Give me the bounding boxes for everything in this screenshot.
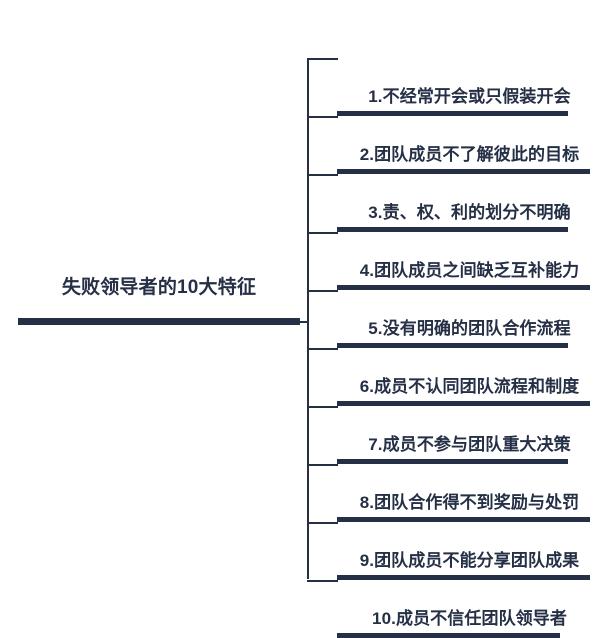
branch-item-label: 7.成员不参与团队重大决策 xyxy=(368,435,571,454)
branch-item-label: 5.没有明确的团队合作流程 xyxy=(368,319,571,338)
branch-stub-line xyxy=(307,464,338,466)
branch-underline-bar xyxy=(337,285,590,290)
branch-stub-line xyxy=(307,290,338,292)
branch-stub-line xyxy=(307,174,338,176)
branch-stub-line xyxy=(307,58,338,60)
root-to-spine-connector xyxy=(300,321,309,323)
branch-item-label: 2.团队成员不了解彼此的目标 xyxy=(359,145,580,164)
branch-item-label: 4.团队成员之间缺乏互补能力 xyxy=(359,261,580,280)
mind-map-canvas: 失败领导者的10大特征 1.不经常开会或只假装开会 2.团队成员不了解彼此的目标… xyxy=(18,58,590,638)
branch-stub-line xyxy=(307,116,338,118)
branch-item-label: 9.团队成员不能分享团队成果 xyxy=(359,551,580,570)
branch-underline-bar xyxy=(337,343,568,348)
root-node-label: 失败领导者的10大特征 xyxy=(61,277,257,298)
branch-item-label: 1.不经常开会或只假装开会 xyxy=(368,87,571,106)
branch-stub-line xyxy=(307,348,338,350)
branch-underline-bar xyxy=(337,575,590,580)
spine-connector-line xyxy=(307,58,309,579)
branch-underline-bar xyxy=(337,633,560,638)
branch-item-label: 8.团队合作得不到奖励与处罚 xyxy=(359,493,580,512)
branch-underline-bar xyxy=(337,401,590,406)
branch-underline-bar xyxy=(337,227,568,232)
branch-stub-line xyxy=(307,580,338,582)
branch-item-label: 6.成员不认同团队流程和制度 xyxy=(359,377,580,396)
branch-underline-bar xyxy=(337,169,590,174)
root-node[interactable]: 失败领导者的10大特征 xyxy=(18,262,300,328)
branch-stub-line xyxy=(307,406,338,408)
branch-underline-bar xyxy=(337,111,568,116)
root-node-underline-bar xyxy=(18,318,300,325)
branch-stub-line xyxy=(307,522,338,524)
branch-item-label: 3.责、权、利的划分不明确 xyxy=(368,203,571,222)
branch-item-label: 10.成员不信任团队领导者 xyxy=(372,609,567,628)
branch-stub-line xyxy=(307,232,338,234)
branch-underline-bar xyxy=(337,517,590,522)
branch-underline-bar xyxy=(337,459,568,464)
